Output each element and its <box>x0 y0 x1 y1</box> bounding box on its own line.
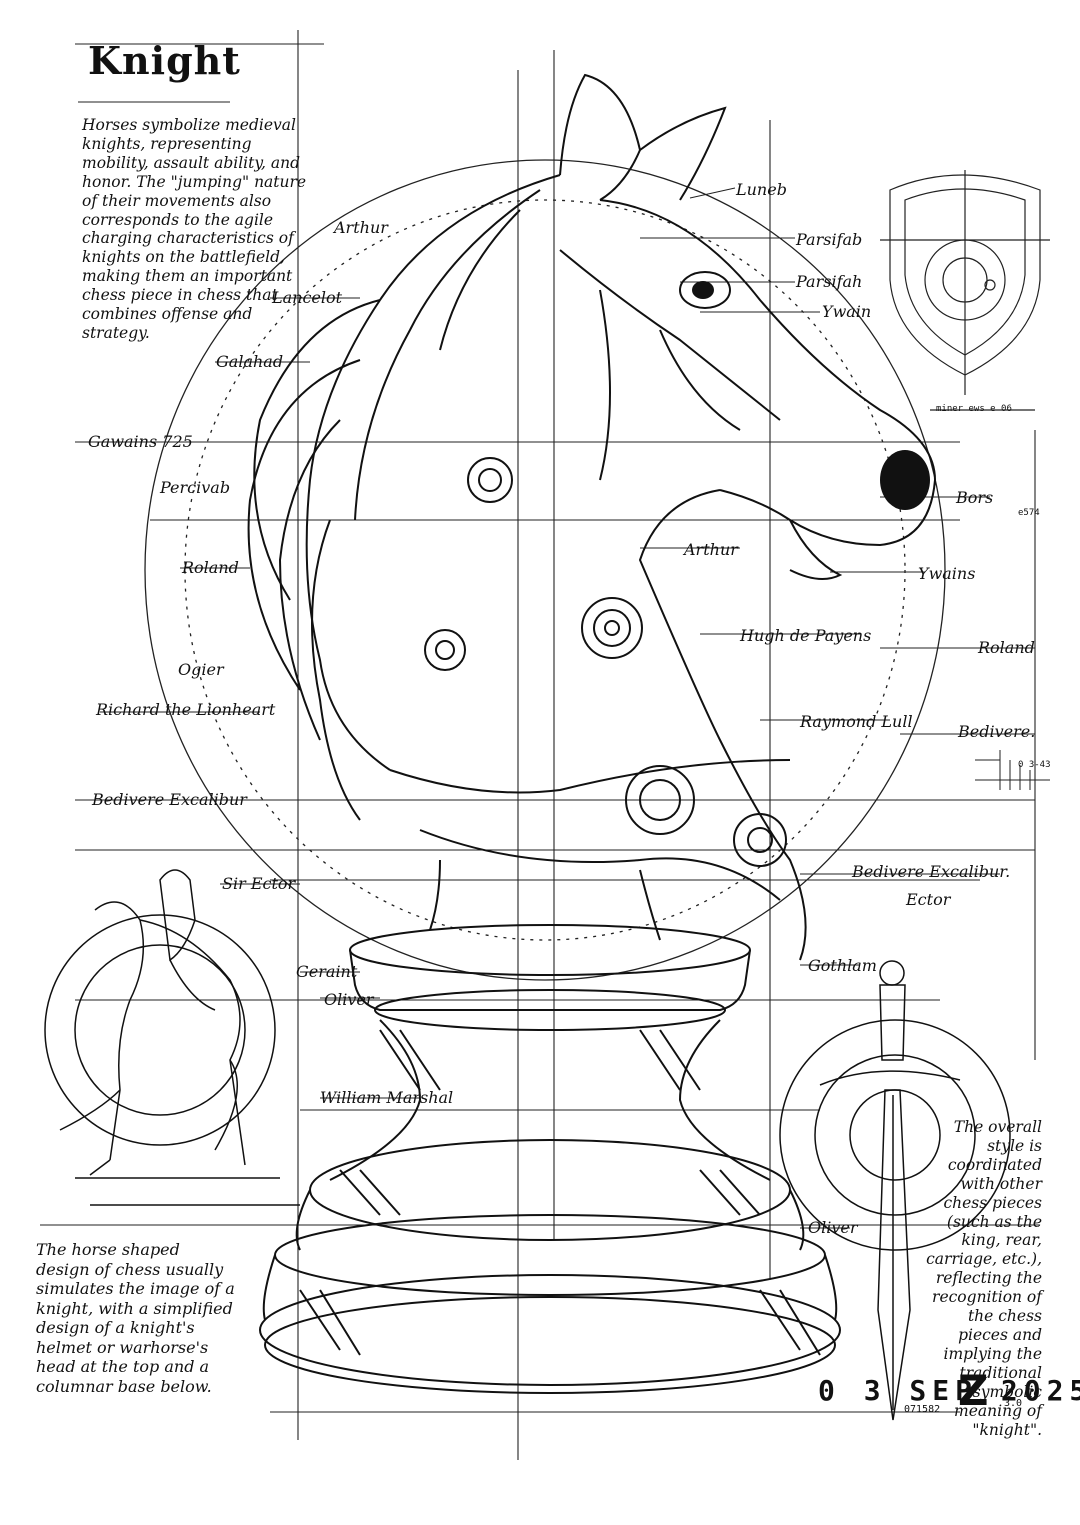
page-title: Knight <box>88 38 241 83</box>
label-galahad: Galahad <box>216 352 284 371</box>
note-bottom: The horse shaped design of chess usually… <box>36 1240 235 1396</box>
label-lancelot: Lancelot <box>272 288 343 307</box>
label-gawain: Gawains 725 <box>88 432 193 451</box>
chess-piece-base <box>259 924 841 1394</box>
label-percival: Percivab <box>160 478 231 497</box>
scale-ticks <box>999 750 1031 790</box>
sword-sketch <box>779 960 1011 1421</box>
label-bors-code: e574 <box>1018 508 1040 518</box>
label-richard: Richard the Lionheart <box>96 700 276 719</box>
mounted-knight-sketch <box>44 869 300 1206</box>
label-bedivere-right: Bedivere. <box>958 722 1036 741</box>
label-ywain-top: Ywain <box>822 302 872 321</box>
stamp-mark: Z <box>958 1366 989 1415</box>
shield-sketch <box>880 170 1050 411</box>
label-roland-right: Roland <box>978 638 1035 657</box>
label-leader-lines <box>100 187 1035 1229</box>
label-bors: Bors <box>956 488 994 507</box>
label-shield-scale: miner ews e 06 <box>936 404 1012 414</box>
label-ogier: Ogier <box>178 660 224 679</box>
label-william: William Marshal <box>320 1088 454 1107</box>
label-arthur-top: Arthur <box>334 218 388 237</box>
date-stamp: 0 3 SEP 2025 <box>818 1374 1080 1407</box>
label-roland-left: Roland <box>182 558 239 577</box>
label-oliver-top: Oliver <box>324 990 374 1009</box>
label-bedivere-excalibur: Bedivere Excalibur. <box>852 862 1011 881</box>
label-gotham: Gothlam <box>808 956 877 975</box>
note-top: Horses symbolize medieval knights, repre… <box>82 116 307 342</box>
label-hugh: Hugh de Payens <box>740 626 872 645</box>
label-right-code: 0 3-43 <box>1018 760 1051 770</box>
label-parsifah: Parsifah <box>796 272 863 291</box>
label-ector: Ector <box>906 890 951 909</box>
construction-circles <box>144 159 946 981</box>
stamp-code: 071582 <box>904 1404 941 1415</box>
label-sir-ector: Sir Ector <box>222 874 296 893</box>
label-bedivere-left: Bedivere Excalibur <box>92 790 247 809</box>
label-lunet: Luneb <box>736 180 787 199</box>
note-right: The overall style is coordinated with ot… <box>926 1118 1042 1439</box>
label-parsifab: Parsifab <box>796 230 863 249</box>
knight-chess-piece <box>247 73 937 961</box>
label-oliver-bottom: Oliver <box>808 1218 858 1237</box>
construction-lines <box>40 30 1050 1460</box>
label-arthur-mid: Arthur <box>684 540 738 559</box>
label-ywains: Ywains <box>918 564 976 583</box>
stamp-scale: 3.0 <box>1004 1398 1023 1409</box>
label-geraint: Geraint <box>296 962 358 981</box>
label-raymond: Raymond Lull <box>800 712 913 731</box>
